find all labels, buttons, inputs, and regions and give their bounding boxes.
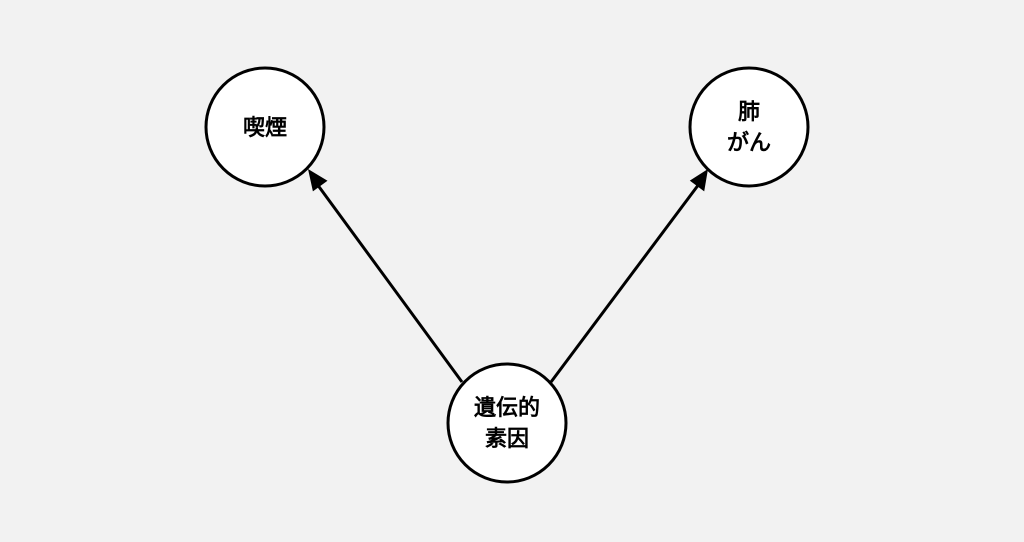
node-circle bbox=[204, 66, 326, 188]
node-genetic-factor: 遺伝的 素因 bbox=[446, 362, 568, 484]
arrow-head-icon bbox=[689, 169, 708, 192]
arrow-head-icon bbox=[308, 169, 328, 192]
edge-genetic-to-smoking bbox=[308, 169, 464, 383]
node-label-line-2: 素因 bbox=[485, 426, 529, 452]
edge-line bbox=[315, 183, 464, 383]
node-smoking: 喫煙 bbox=[204, 66, 326, 188]
node-lung-cancer: 肺 がん bbox=[688, 66, 810, 188]
node-circle bbox=[688, 66, 810, 188]
node-label-line-1: 肺 bbox=[738, 100, 760, 125]
node-label: 喫煙 bbox=[243, 115, 287, 141]
edge-line bbox=[549, 183, 701, 383]
node-circle bbox=[446, 362, 568, 484]
node-label-line-1: 遺伝的 bbox=[474, 395, 540, 421]
node-label-line-2: がん bbox=[727, 130, 771, 156]
edge-genetic-to-lung-cancer bbox=[549, 169, 708, 383]
